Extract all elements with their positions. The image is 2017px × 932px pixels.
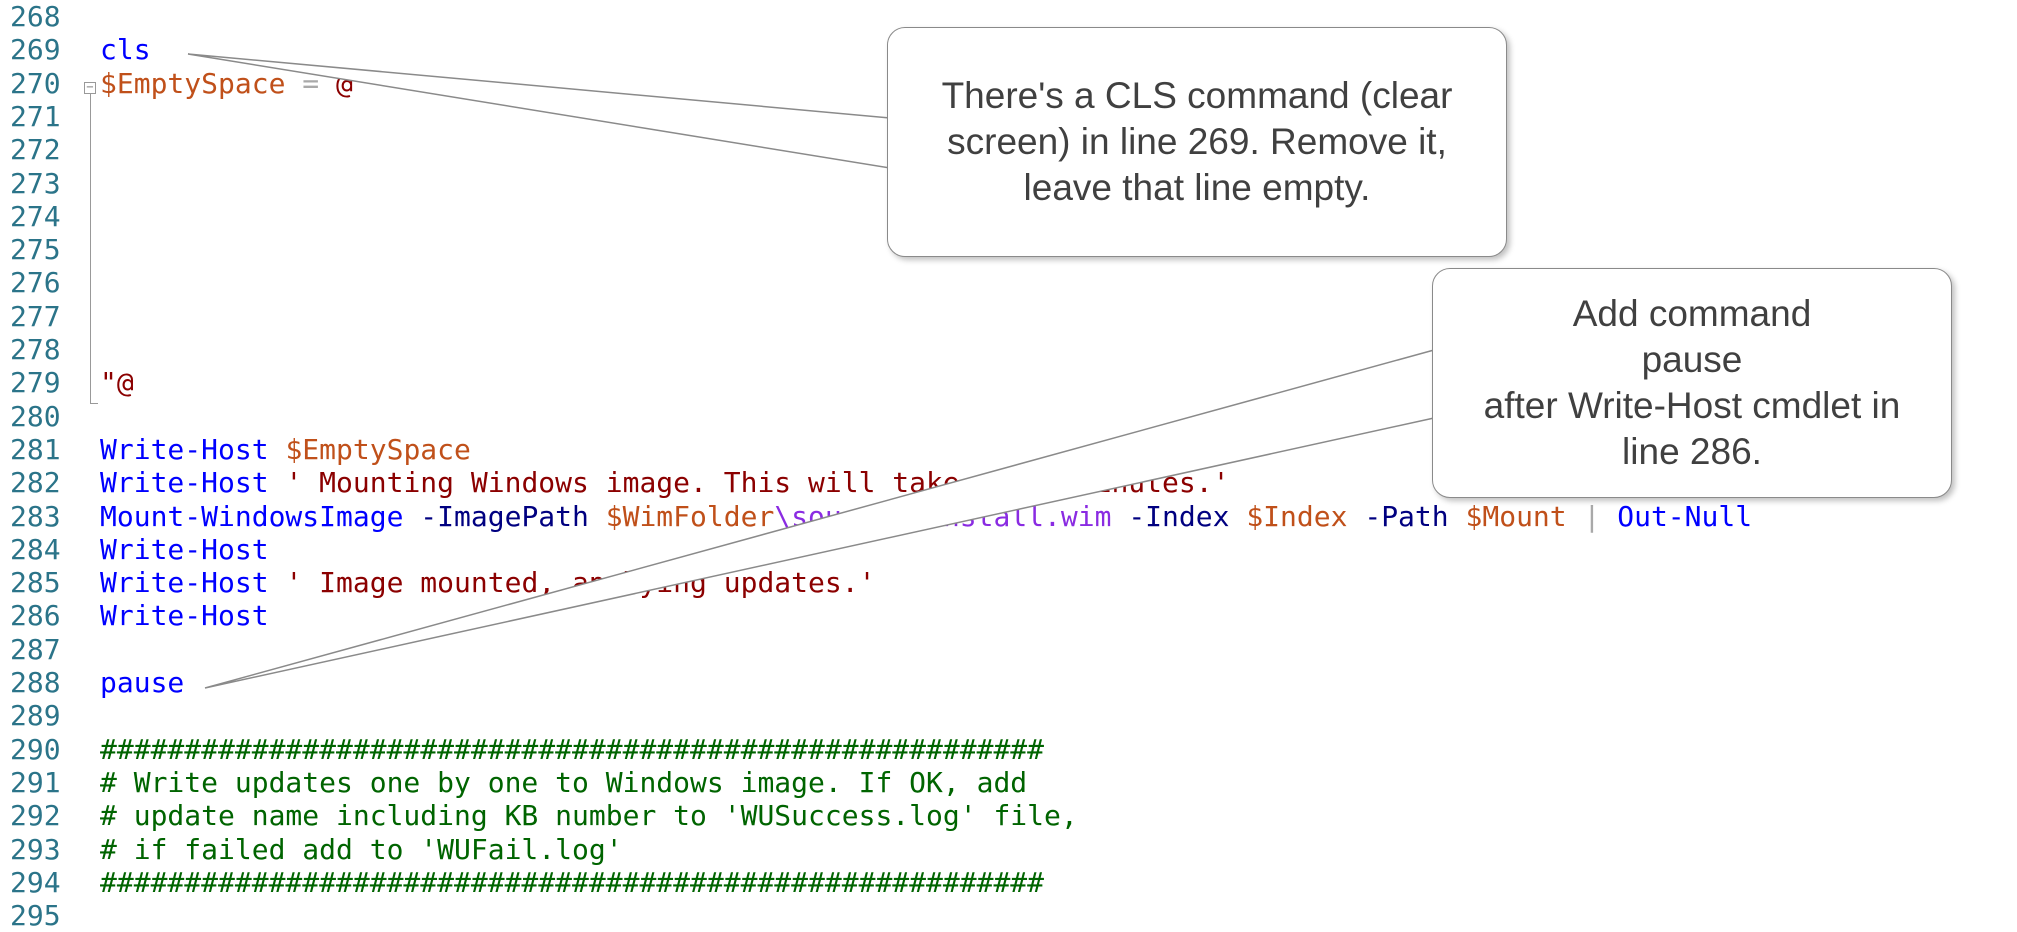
line-number: 279 <box>10 366 61 400</box>
line-number: 274 <box>10 199 61 233</box>
line-number: 269 <box>10 33 61 67</box>
line-number: 284 <box>10 532 61 566</box>
line-number: 295 <box>10 899 61 932</box>
code-token: cls <box>100 33 151 67</box>
line-number: 281 <box>10 432 61 466</box>
line-number: 276 <box>10 266 61 300</box>
code-token: @" <box>336 66 370 100</box>
line-number: 285 <box>10 566 61 600</box>
line-number: 290 <box>10 732 61 766</box>
line-number: 286 <box>10 599 61 633</box>
code-text: ########################################… <box>100 866 1044 899</box>
code-token: Write-Host <box>100 432 269 466</box>
code-token <box>269 466 286 499</box>
code-token: Write-Host <box>100 532 269 566</box>
line-number: 293 <box>10 832 61 866</box>
code-token: # Write updates one by one to Windows im… <box>100 765 1028 799</box>
code-text: Mount-WindowsImage -ImagePath $WimFolder… <box>100 500 1752 533</box>
code-token: # if failed add to 'WUFail.log' <box>100 832 623 866</box>
fold-region-line <box>90 93 91 403</box>
code-token: ########################################… <box>100 732 1045 766</box>
code-text: $EmptySpace = @" <box>100 67 370 100</box>
line-number: 271 <box>10 99 61 133</box>
line-number: 283 <box>10 499 61 533</box>
code-token: | <box>1566 499 1618 533</box>
code-text: # if failed add to 'WUFail.log' <box>100 833 623 866</box>
code-token: "@ <box>100 366 134 400</box>
line-number: 282 <box>10 466 61 500</box>
code-token: ' Mounting Windows image. This will take… <box>285 466 1230 500</box>
line-number: 287 <box>10 632 61 666</box>
code-text: Write-Host ' Image mounted, applying upd… <box>100 566 875 599</box>
code-text: cls <box>100 33 151 66</box>
line-number: 272 <box>10 133 61 167</box>
code-token: -Path <box>1347 499 1466 533</box>
code-text: # update name including KB number to 'WU… <box>100 799 1078 832</box>
code-text: ########################################… <box>100 733 1044 766</box>
code-token: ' Image mounted, applying updates.' <box>285 566 876 600</box>
code-token <box>269 566 286 599</box>
code-token: $EmptySpace <box>285 432 471 466</box>
line-number: 289 <box>10 699 61 733</box>
code-text: Write-Host $EmptySpace <box>100 433 471 466</box>
code-text: # Write updates one by one to Windows im… <box>100 766 1027 799</box>
code-token <box>269 433 286 466</box>
code-text: pause <box>100 666 184 699</box>
code-text: Write-Host <box>100 533 269 566</box>
code-text: Write-Host ' Mounting Windows image. Thi… <box>100 466 1229 499</box>
code-token: Out-Null <box>1617 499 1753 533</box>
code-token: Write-Host <box>100 599 269 633</box>
code-token: ########################################… <box>100 865 1045 899</box>
line-number: 275 <box>10 233 61 267</box>
code-token: $EmptySpace <box>100 66 286 100</box>
code-token: Mount-WindowsImage <box>100 499 404 533</box>
code-token: -ImagePath <box>403 499 606 533</box>
code-token: Write-Host <box>100 466 269 500</box>
line-number: 270 <box>10 66 61 100</box>
line-number: 291 <box>10 765 61 799</box>
code-text: "@ <box>100 366 134 399</box>
code-token: \sources\install.wim <box>774 499 1112 533</box>
line-number: 273 <box>10 166 61 200</box>
fold-region-end <box>90 403 98 404</box>
code-token: $Index <box>1246 499 1348 533</box>
callout-add-pause: Add command pause after Write-Host cmdle… <box>1432 268 1952 498</box>
line-number: 294 <box>10 865 61 899</box>
code-token: = <box>285 66 337 100</box>
code-token: Write-Host <box>100 566 269 600</box>
code-token: # update name including KB number to 'WU… <box>100 799 1078 833</box>
line-number: 280 <box>10 399 61 433</box>
callout-remove-cls: There's a CLS command (clear screen) in … <box>887 27 1507 257</box>
line-number: 278 <box>10 333 61 366</box>
line-number: 268 <box>10 0 61 33</box>
code-token: $Mount <box>1465 499 1567 533</box>
line-number: 277 <box>10 299 61 333</box>
code-token: $WimFolder <box>605 499 775 533</box>
line-number: 292 <box>10 799 61 833</box>
code-text: Write-Host <box>100 599 269 632</box>
code-token: pause <box>100 666 185 699</box>
code-token: -Index <box>1111 499 1247 533</box>
line-number: 288 <box>10 666 61 699</box>
